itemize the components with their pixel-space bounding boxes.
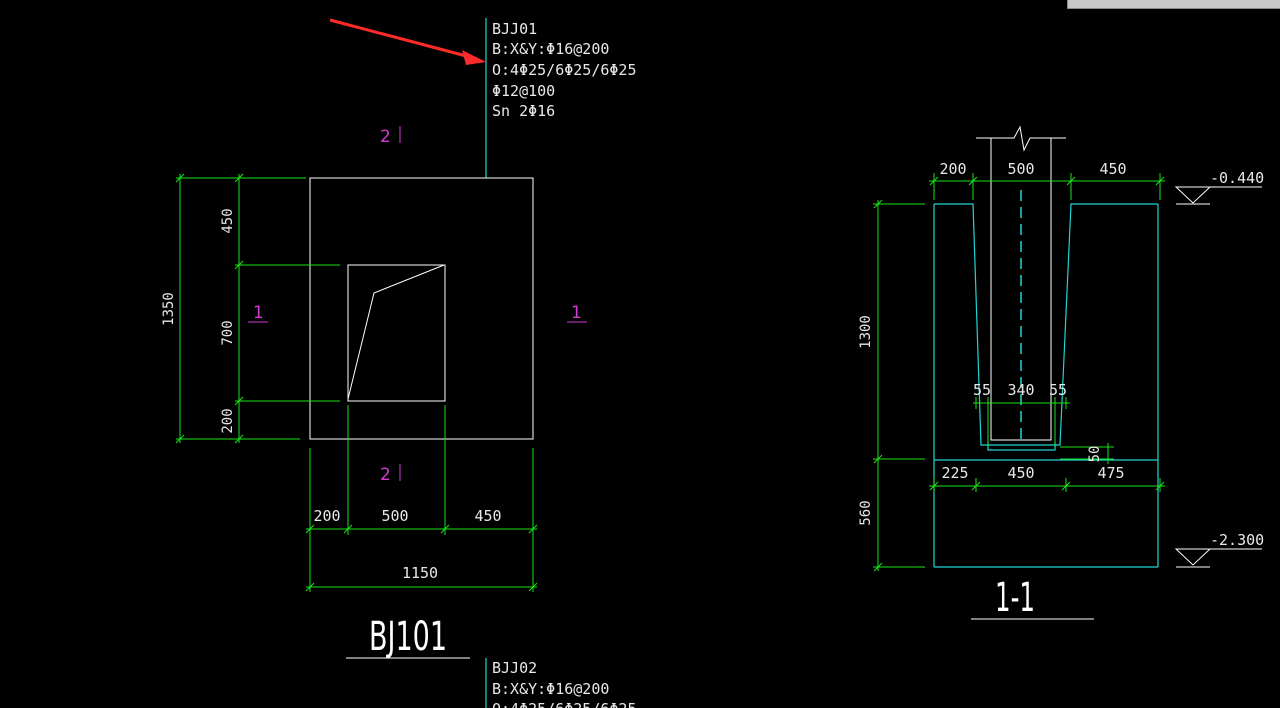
note-line: BJJ01 [492, 20, 537, 38]
dim-left: 55 [973, 381, 991, 399]
section-top-dimensions: 200 500 450 [929, 160, 1165, 200]
note-line: BJJ02 [492, 659, 537, 677]
foundation-outline [309, 177, 534, 440]
section-gap-dimension: 50 [1060, 443, 1114, 464]
section-left-dimensions: 1300 560 [858, 199, 925, 572]
svg-text:2: 2 [380, 465, 391, 485]
dim-middle: 700 [220, 320, 236, 345]
dim-total-height: 1350 [161, 292, 177, 326]
section-inner-dimensions: 55 340 55 [973, 381, 1070, 446]
dim-bottom: 200 [220, 408, 236, 433]
cut-mark-left: 1 [248, 303, 268, 323]
svg-text:1: 1 [571, 303, 582, 323]
note-line: Sn 2Φ16 [492, 102, 555, 120]
note-line: Φ12@100 [492, 82, 555, 100]
note-line: B:X&Y:Φ16@200 [492, 680, 609, 698]
plan-title: BJ101 [369, 614, 447, 660]
cut-mark-right: 1 [567, 303, 587, 323]
cut-mark-top: 2 [380, 126, 401, 147]
red-arrow-icon [462, 50, 486, 65]
column-outline [347, 264, 446, 402]
note-line: B:X&Y:Φ16@200 [492, 40, 609, 58]
dim-right: 55 [1049, 381, 1067, 399]
rebar-note: BJJ01 B:X&Y:Φ16@200 O:4Φ25/6Φ25/6Φ25 Φ12… [492, 20, 637, 120]
dim-middle: 450 [1007, 464, 1034, 482]
dim-upper: 1300 [858, 315, 874, 349]
dim-left: 225 [941, 464, 968, 482]
vertical-dimensions: 1350 450 700 200 [161, 173, 340, 444]
elevation-label: -0.440 [1210, 169, 1264, 187]
plan-view: 2 2 1 1 1350 450 7 [161, 126, 587, 660]
section-bottom-dimensions: 225 450 475 [929, 464, 1165, 492]
cut-mark-bottom: 2 [380, 464, 401, 485]
note-line: O:4Φ25/6Φ25/6Φ25 [492, 700, 637, 708]
section-view: 200 500 450 -0.440 -2.300 1300 560 [858, 125, 1264, 621]
dim-total-width: 1150 [402, 564, 438, 582]
dim-gap: 50 [1087, 446, 1103, 463]
dim-right: 450 [1099, 160, 1126, 178]
dim-middle: 500 [1007, 160, 1034, 178]
dim-right: 450 [474, 507, 501, 525]
svg-text:2: 2 [380, 127, 391, 147]
elevation-label: -2.300 [1210, 531, 1264, 549]
column-section [990, 138, 1052, 441]
bearing-plate [987, 442, 1056, 451]
elevation-bottom: -2.300 [1174, 531, 1264, 568]
svg-text:1: 1 [253, 303, 264, 323]
dim-right: 475 [1097, 464, 1124, 482]
dim-left: 200 [939, 160, 966, 178]
dim-top: 450 [220, 208, 236, 233]
dim-lower: 560 [858, 500, 874, 525]
break-line [347, 264, 445, 400]
elevation-top: -0.440 [1174, 169, 1264, 205]
dim-left: 200 [313, 507, 340, 525]
dim-middle: 500 [381, 507, 408, 525]
section-title: 1-1 [995, 575, 1035, 621]
cup-outline [934, 203, 1158, 446]
annotation-arrow [329, 18, 486, 65]
horizontal-dimensions: 200 500 450 1150 [305, 405, 538, 592]
note-line: O:4Φ25/6Φ25/6Φ25 [492, 61, 637, 79]
break-symbol [976, 125, 1066, 152]
window-edge [1067, 0, 1280, 9]
next-rebar-note: BJJ02 B:X&Y:Φ16@200 O:4Φ25/6Φ25/6Φ25 [492, 659, 637, 708]
dim-middle: 340 [1007, 381, 1034, 399]
